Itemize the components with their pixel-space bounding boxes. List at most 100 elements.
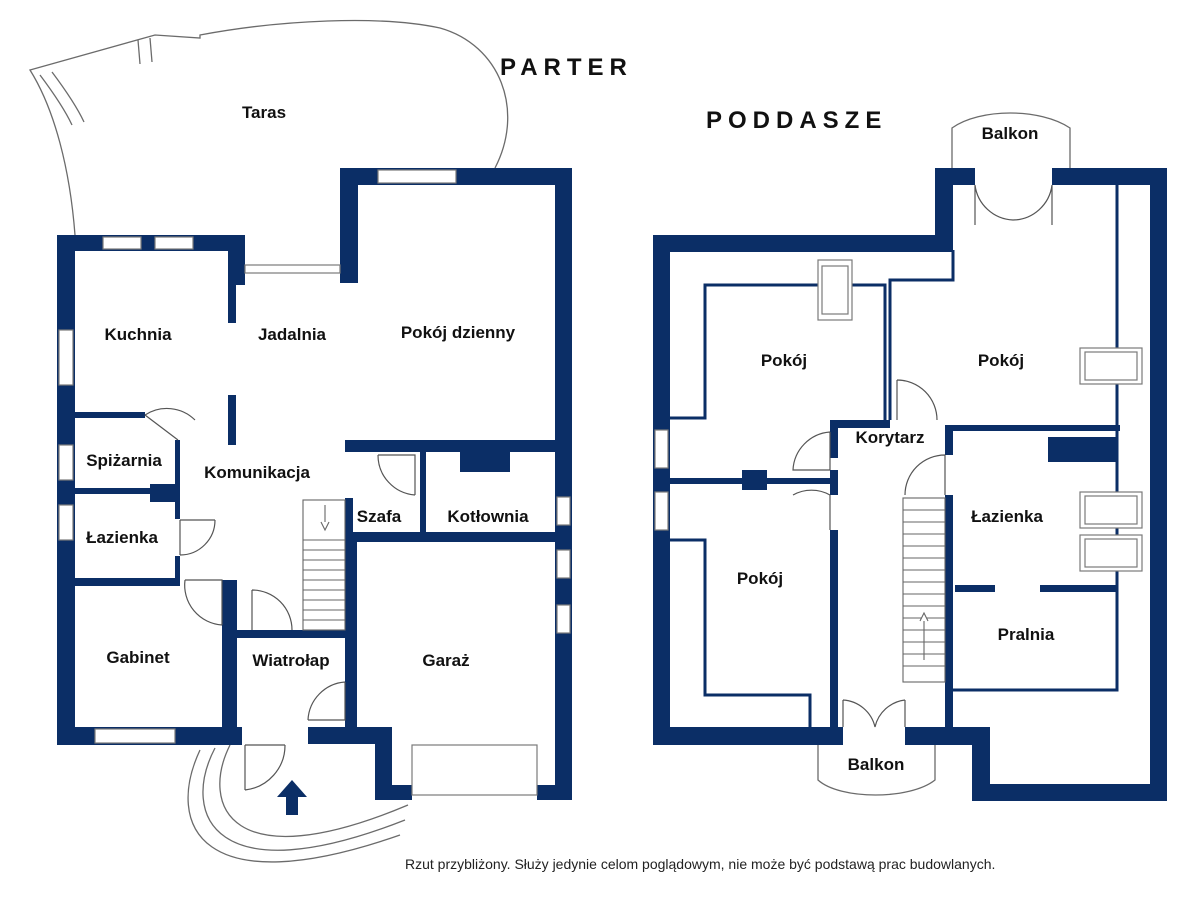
knee-wall: [670, 283, 887, 420]
wall: [972, 727, 990, 801]
wall: [150, 484, 178, 502]
wall: [905, 727, 945, 745]
room-label-lazienka: Łazienka: [86, 528, 158, 547]
door: [792, 431, 831, 471]
wall: [420, 452, 426, 537]
room-label-komunikacja: Komunikacja: [204, 463, 310, 482]
room-label-korytarz: Korytarz: [856, 428, 925, 447]
balcony-door: [974, 184, 1053, 225]
room-label-gabinet: Gabinet: [106, 648, 170, 667]
ground-floor-title: PARTER: [500, 54, 633, 81]
window: [556, 496, 571, 526]
knee-wall: [670, 538, 812, 727]
wall: [1150, 168, 1167, 801]
balcony-outline: [817, 745, 936, 796]
ground-floor-plan: PARTER Taras Kuchnia Jadalnia Pokój dzie…: [28, 19, 633, 863]
roof-window-frame: [821, 265, 849, 315]
door: [307, 681, 346, 721]
door: [179, 519, 216, 556]
wall: [972, 784, 1167, 801]
wall: [945, 425, 953, 455]
garage-door: [411, 744, 538, 796]
attic-floor-plan: PODDASZE Balkon Pokój Pokój Korytarz Łaz…: [653, 107, 1167, 801]
wall: [345, 542, 357, 682]
wall: [222, 580, 237, 745]
room-label-pokoj-3: Pokój: [737, 569, 783, 588]
wall: [945, 495, 953, 727]
room-label-kotlownia: Kotłownia: [447, 507, 529, 526]
entrance-door: [244, 744, 286, 791]
door: [792, 489, 831, 530]
room-label-jadalnia: Jadalnia: [258, 325, 327, 344]
wall: [653, 235, 670, 745]
room-label-spizarnia: Spiżarnia: [86, 451, 162, 470]
wall: [345, 532, 557, 542]
wall: [57, 235, 245, 251]
window: [154, 236, 194, 250]
room-label-szafa: Szafa: [357, 507, 402, 526]
wall: [308, 727, 392, 744]
wall: [742, 470, 767, 490]
wall: [1040, 585, 1118, 592]
wall: [830, 420, 838, 458]
window: [58, 504, 74, 541]
wall: [935, 168, 975, 185]
room-label-wiatrolap: Wiatrołap: [252, 651, 329, 670]
wall: [228, 395, 236, 445]
room-label-garaz: Garaż: [422, 651, 469, 670]
wall: [340, 168, 358, 283]
window: [94, 728, 176, 744]
window: [102, 236, 142, 250]
room-label-pokoj-1: Pokój: [761, 351, 807, 370]
chimney: [460, 452, 510, 472]
wall: [345, 498, 353, 542]
window: [377, 169, 457, 184]
staircase: [902, 497, 946, 683]
room-label-lazienka: Łazienka: [971, 507, 1043, 526]
wall: [945, 425, 1120, 431]
door: [377, 454, 416, 496]
wall: [555, 168, 572, 800]
wall: [345, 440, 557, 452]
door: [896, 379, 938, 421]
wall: [375, 727, 392, 800]
arrow-up-icon: [277, 780, 307, 815]
room-label-pokoj-2: Pokój: [978, 351, 1024, 370]
wall: [955, 585, 995, 592]
window: [654, 491, 669, 531]
room-label-pralnia: Pralnia: [998, 625, 1055, 644]
wall: [75, 412, 145, 418]
staircase: [302, 499, 346, 631]
wall: [653, 235, 953, 252]
door: [251, 589, 293, 631]
wall: [75, 578, 180, 586]
door: [144, 407, 196, 441]
window: [58, 329, 74, 386]
wall: [57, 235, 75, 745]
wall: [390, 785, 412, 800]
window: [556, 604, 571, 634]
roof-window-frame: [1084, 351, 1138, 381]
wall: [830, 530, 838, 727]
attic-floor-title: PODDASZE: [706, 107, 887, 134]
wall: [935, 168, 953, 252]
roof-window-frame: [1084, 495, 1138, 525]
door: [184, 579, 223, 626]
disclaimer-text: Rzut przybliżony. Służy jedynie celom po…: [405, 856, 995, 872]
wall: [237, 630, 347, 638]
terrace-sliding-door: [244, 264, 341, 274]
balcony-door: [842, 699, 906, 728]
wall: [537, 785, 572, 800]
wall: [935, 727, 990, 745]
terrace-steps: [39, 37, 153, 126]
balcony-outline: [951, 112, 1071, 168]
room-label-kuchnia: Kuchnia: [104, 325, 172, 344]
roof-window-frame: [1084, 538, 1138, 568]
wall: [75, 488, 180, 494]
wall: [1052, 168, 1167, 185]
room-label-pokoj-dzienny: Pokój dzienny: [401, 323, 516, 342]
wall: [345, 682, 357, 730]
room-label-balkon-top: Balkon: [982, 124, 1039, 143]
door: [904, 454, 946, 496]
